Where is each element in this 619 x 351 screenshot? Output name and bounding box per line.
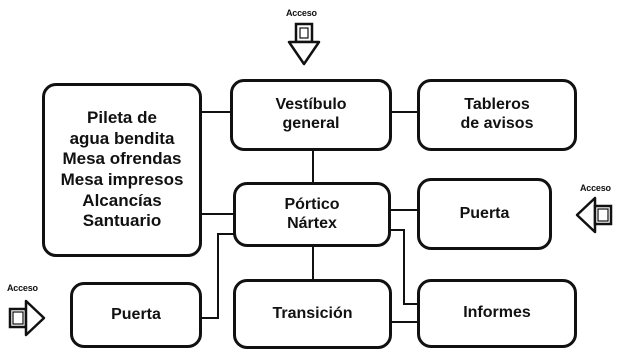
node-line: de avisos [460,115,534,132]
node-line: Nártex [287,214,337,232]
node-line: Mesa ofrendas [62,149,182,169]
access-label-left: Acceso [7,283,38,293]
node-line: Transición [272,304,353,322]
node-puerta-right: Puerta [417,178,552,250]
node-line: Vestíbulo [275,96,347,114]
connector-portico-informes [390,229,418,305]
node-transicion: Transición [233,279,392,349]
node-line: Puerta [459,204,510,222]
node-line: Tableros [464,96,530,114]
node-line: Alcancías [82,190,162,210]
access-arrow-right-icon [8,299,46,337]
access-label-right: Acceso [580,183,611,193]
node-line: Pileta de [87,107,157,127]
node-line: Pórtico [284,195,340,213]
node-line: Informes [463,304,531,322]
access-label-top: Acceso [286,8,317,18]
node-line: agua bendita [69,128,175,148]
connector-portico-puerta-left [201,233,234,319]
node-pileta-santuario: Pileta de agua bendita Mesa ofrendas Mes… [42,83,202,257]
node-line: general [282,115,340,132]
node-informes: Informes [417,279,577,348]
node-tableros-avisos: Tableros de avisos [417,79,577,151]
node-line: Puerta [111,305,161,323]
node-line: Santuario [82,211,162,231]
node-line: Mesa impresos [60,170,184,189]
node-vestibulo-general: Vestíbulo general [230,79,392,151]
access-arrow-left-icon [575,196,613,234]
access-arrow-down-icon [287,22,321,66]
node-puerta-left: Puerta [70,282,202,348]
node-portico-nartex: Pórtico Nártex [233,182,391,247]
